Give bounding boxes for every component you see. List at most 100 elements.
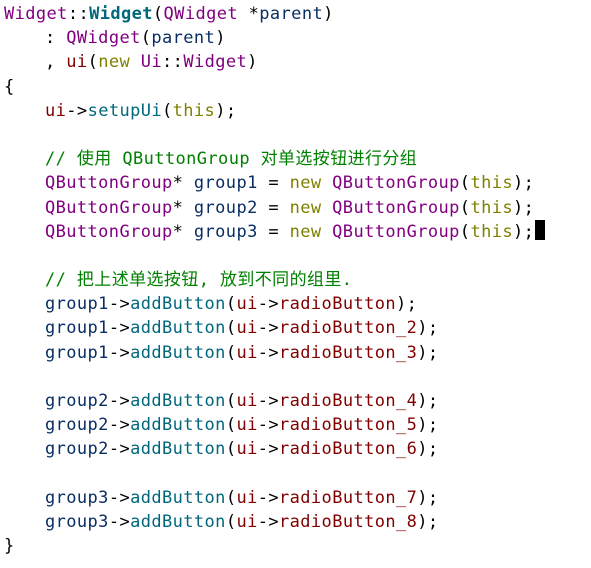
code-line: QButtonGroup* group1 = new QButtonGroup(…: [4, 171, 591, 195]
code-token-punct: );: [512, 197, 535, 218]
code-token-punct: );: [512, 173, 535, 194]
code-token-comment: // 把上述单选按钮, 放到不同的组里.: [45, 270, 353, 291]
code-line: , ui(new Ui::Widget): [4, 50, 591, 74]
code-token-var: group2: [45, 439, 109, 460]
code-token-punct: *: [172, 197, 194, 218]
code-token-punct: ->: [66, 100, 88, 121]
code-token-member: ui: [236, 391, 258, 411]
code-token-punct: [322, 173, 333, 193]
code-token-punct: );: [417, 487, 439, 508]
code-token-member: ui: [236, 511, 258, 532]
code-token-type: QButtonGroup: [332, 173, 460, 194]
code-token-func: addButton: [130, 415, 226, 436]
code-token-type: QButtonGroup: [45, 197, 173, 218]
code-token-member: ui: [66, 52, 88, 73]
code-line: // 使用 QButtonGroup 对单选按钮进行分组: [4, 147, 591, 171]
code-line: {: [4, 75, 591, 99]
code-token-type: Widget: [4, 4, 68, 24]
code-token-punct: ->: [108, 439, 131, 460]
code-token-type: QButtonGroup: [45, 173, 173, 194]
code-token-punct: ->: [108, 342, 131, 363]
code-token-punct: ->: [108, 391, 131, 411]
code-line: group1->addButton(ui->radioButton);: [4, 292, 591, 316]
code-token-var: group3: [45, 511, 109, 532]
code-line: Widget::Widget(QWidget *parent): [4, 2, 591, 26]
code-token-punct: =: [257, 197, 290, 218]
code-token-punct: ,: [45, 52, 67, 73]
code-token-var: group2: [193, 197, 258, 218]
code-line: ui->setupUi(this);: [4, 99, 591, 123]
code-token-type: QButtonGroup: [45, 221, 173, 242]
code-line: group3->addButton(ui->radioButton_7);: [4, 486, 591, 510]
code-token-punct: (: [225, 511, 237, 532]
code-token-member: radioButton_4: [279, 391, 418, 411]
code-token-punct: ->: [257, 391, 280, 411]
code-token-member: radioButton_7: [279, 487, 418, 508]
code-token-punct: );: [512, 221, 535, 242]
text-cursor: [535, 219, 546, 240]
code-token-var: group1: [45, 294, 109, 315]
code-token-punct: ::: [67, 4, 90, 24]
code-line: [4, 244, 591, 268]
code-token-member: radioButton_3: [279, 342, 418, 363]
code-token-punct: ->: [108, 318, 131, 339]
code-token-punct: {: [4, 76, 15, 97]
code-line: group1->addButton(ui->radioButton_3);: [4, 341, 591, 365]
code-token-func: addButton: [130, 511, 226, 532]
code-line: : QWidget(parent): [4, 26, 591, 50]
code-token-func: addButton: [130, 439, 226, 460]
code-token-punct: (: [225, 342, 237, 363]
code-token-punct: ): [215, 28, 226, 49]
code-token-var: group3: [45, 487, 109, 508]
code-token-punct: );: [215, 100, 237, 121]
code-token-punct: [322, 198, 333, 218]
code-token-type: Widget: [183, 52, 248, 73]
code-token-var: parent: [259, 4, 324, 24]
code-token-keyword: this: [172, 100, 216, 121]
code-token-keyword: new: [289, 197, 322, 218]
code-token-punct: ->: [108, 294, 131, 315]
code-token-punct: );: [417, 391, 439, 411]
code-token-punct: (: [225, 487, 237, 508]
code-token-punct: );: [396, 294, 418, 315]
code-token-var: group1: [45, 342, 109, 363]
code-token-punct: (: [87, 52, 99, 73]
code-token-punct: ->: [257, 294, 280, 315]
code-line: [4, 123, 591, 147]
code-token-member: ui: [236, 318, 258, 339]
code-line: // 把上述单选按钮, 放到不同的组里.: [4, 268, 591, 292]
code-token-var: group2: [45, 415, 109, 436]
code-token-punct: ::: [162, 52, 184, 73]
code-token-func: addButton: [130, 487, 226, 508]
code-line: QButtonGroup* group2 = new QButtonGroup(…: [4, 196, 591, 220]
code-token-var: group3: [193, 221, 258, 242]
code-token-member: ui: [236, 487, 258, 508]
code-token-keyword: this: [470, 221, 513, 242]
code-line: }: [4, 534, 591, 558]
code-token-member: radioButton_2: [279, 318, 418, 339]
code-token-var: parent: [151, 28, 216, 49]
code-token-func: addButton: [130, 318, 226, 339]
code-token-member: ui: [236, 342, 258, 363]
code-token-punct: (: [225, 391, 237, 411]
code-token-member: ui: [236, 294, 258, 315]
code-token-punct: );: [417, 511, 439, 532]
code-token-punct: (: [459, 221, 471, 242]
code-token-punct: (: [225, 318, 237, 339]
code-token-member: radioButton: [279, 294, 396, 315]
code-token-punct: ->: [257, 318, 280, 339]
code-token-punct: ->: [108, 415, 131, 436]
code-token-punct: :: [45, 28, 67, 49]
code-token-punct: (: [225, 415, 237, 436]
code-token-punct: );: [417, 439, 439, 460]
code-token-punct: (: [225, 294, 237, 315]
code-token-punct: ->: [108, 511, 131, 532]
code-token-type: Ui: [140, 52, 163, 73]
code-token-punct: *: [172, 221, 194, 242]
code-token-punct: }: [4, 536, 15, 557]
code-token-func: setupUi: [87, 100, 163, 121]
code-token-func: addButton: [130, 342, 226, 363]
code-token-punct: ): [247, 52, 258, 73]
code-token-var: group2: [45, 391, 109, 411]
